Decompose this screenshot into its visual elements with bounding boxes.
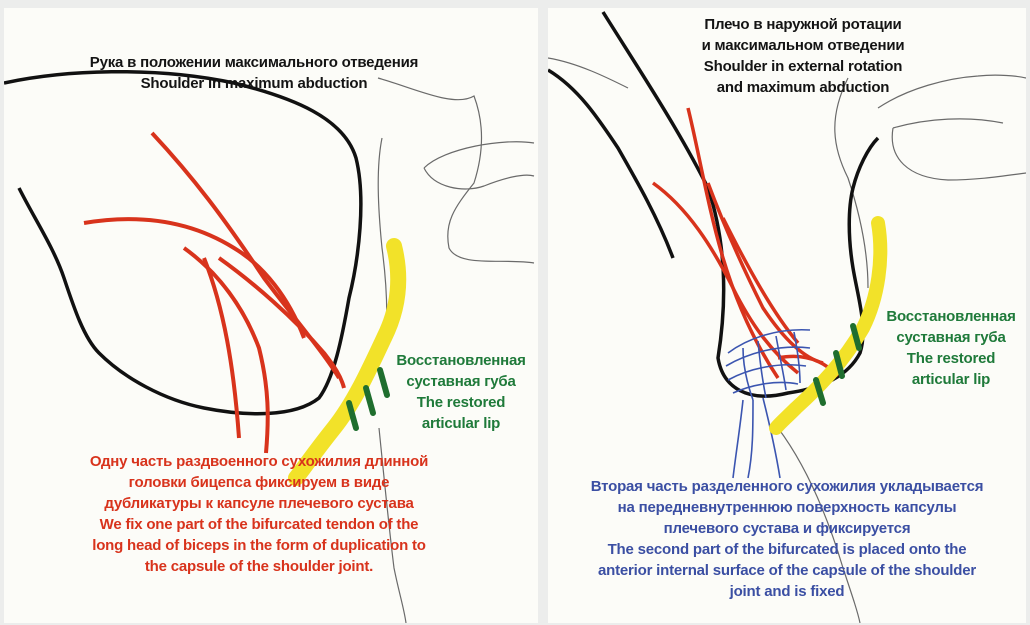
title-line: Shoulder in external rotation bbox=[653, 56, 953, 77]
lip-label-line: articular lip bbox=[876, 369, 1026, 390]
caption-line: Одну часть раздвоенного сухожилия длинно… bbox=[24, 451, 494, 472]
title-line: and maximum abduction bbox=[653, 77, 953, 98]
caption-line: long head of biceps in the form of dupli… bbox=[24, 535, 494, 556]
left-panel-abduction: Рука в положении максимального отведения… bbox=[4, 8, 538, 623]
caption-line: на передневнутреннюю поверхность капсулы bbox=[548, 497, 1026, 518]
title-line: и максимальном отведении bbox=[653, 35, 953, 56]
caption-line: головки бицепса фиксируем в виде bbox=[24, 472, 494, 493]
lip-label-line: суставная губа bbox=[876, 327, 1026, 348]
left-caption: Одну часть раздвоенного сухожилия длинно… bbox=[24, 451, 494, 577]
right-lip-label: Восстановленная суставная губа The resto… bbox=[876, 306, 1026, 390]
caption-line: We fix one part of the bifurcated tendon… bbox=[24, 514, 494, 535]
lip-label-line: The restored bbox=[876, 348, 1026, 369]
left-title: Рука в положении максимального отведения… bbox=[44, 52, 464, 94]
title-line: Плечо в наружной ротации bbox=[653, 14, 953, 35]
humerus-outline bbox=[548, 70, 673, 258]
coracoid-outline bbox=[835, 78, 1026, 288]
caption-line: The second part of the bifurcated is pla… bbox=[548, 539, 1026, 560]
lip-label-line: Восстановленная bbox=[386, 350, 536, 371]
right-caption: Вторая часть разделенного сухожилия укла… bbox=[548, 476, 1026, 602]
lip-label-line: суставная губа bbox=[386, 371, 536, 392]
lip-label-line: Восстановленная bbox=[876, 306, 1026, 327]
title-line: Shoulder in maximum abduction bbox=[44, 73, 464, 94]
tendon-strand bbox=[723, 218, 798, 343]
caption-line: the capsule of the shoulder joint. bbox=[24, 556, 494, 577]
caption-line: Вторая часть разделенного сухожилия укла… bbox=[548, 476, 1026, 497]
tendon-strand bbox=[653, 183, 798, 373]
right-title: Плечо в наружной ротации и максимальном … bbox=[653, 14, 953, 98]
tendon-strand bbox=[84, 219, 304, 338]
caption-line: anterior internal surface of the capsule… bbox=[548, 560, 1026, 581]
left-lip-label: Восстановленная суставная губа The resto… bbox=[386, 350, 536, 434]
suture-mark bbox=[366, 388, 373, 413]
right-panel-external-rotation: Плечо в наружной ротации и максимальном … bbox=[548, 8, 1026, 623]
tendon-strand bbox=[184, 248, 268, 453]
lip-label-line: The restored bbox=[386, 392, 536, 413]
restored-labrum bbox=[776, 223, 880, 428]
caption-line: joint and is fixed bbox=[548, 581, 1026, 602]
caption-line: плечевого сустава и фиксируется bbox=[548, 518, 1026, 539]
caption-line: дубликатуры к капсуле плечевого сустава bbox=[24, 493, 494, 514]
humerus-outline bbox=[4, 72, 361, 414]
title-line: Рука в положении максимального отведения bbox=[44, 52, 464, 73]
restored-labrum bbox=[296, 246, 398, 478]
tendon-strand bbox=[219, 258, 344, 388]
lip-label-line: articular lip bbox=[386, 413, 536, 434]
